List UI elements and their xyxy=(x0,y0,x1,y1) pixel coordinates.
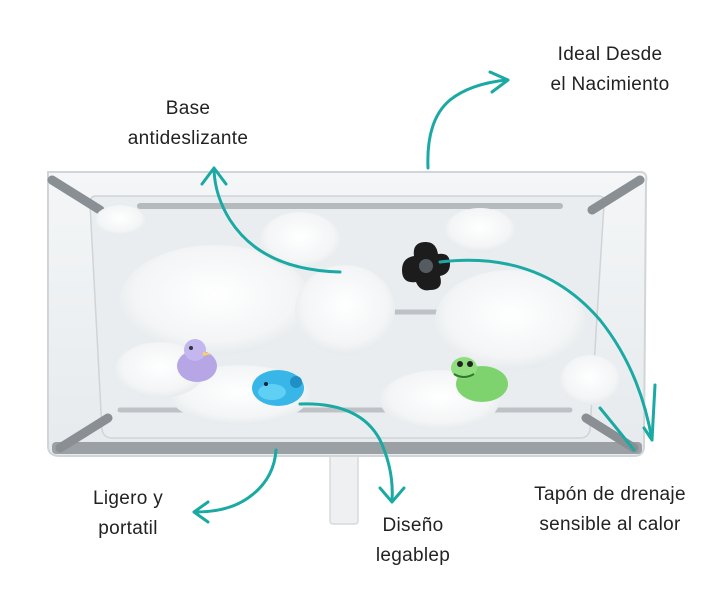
label-line: Tapón de drenaje xyxy=(534,484,686,505)
label-tapon-drenaje: Tapón de drenaje sensible al calor xyxy=(505,480,715,540)
label-line: Ligero y xyxy=(93,488,163,509)
arrow-icon xyxy=(642,383,657,442)
drain-plug-icon xyxy=(402,242,450,291)
purple-duck-toy xyxy=(177,339,217,382)
arrow-icon xyxy=(438,258,654,442)
green-frog-toy xyxy=(451,357,508,402)
tub-base-stripe xyxy=(52,442,642,454)
label-line: portatil xyxy=(98,518,158,539)
blue-whale-toy xyxy=(252,370,304,406)
arrow-icon xyxy=(488,70,510,94)
callout-arrows xyxy=(192,70,657,524)
tub-stand xyxy=(329,447,359,525)
label-line: Base xyxy=(165,98,211,119)
arrow-icon xyxy=(598,406,636,452)
label-line: antideslizante xyxy=(127,128,249,149)
arrow-icon xyxy=(192,500,210,524)
label-line: sensible al calor xyxy=(539,514,681,535)
arrow-icon xyxy=(426,78,508,170)
arrow-icon xyxy=(212,168,342,274)
label-base-antideslizante: Base antideslizante xyxy=(108,94,268,154)
label-line: legablep xyxy=(375,545,451,566)
arrow-icon xyxy=(378,486,406,504)
arrow-icon xyxy=(298,402,394,502)
label-ideal-desde-nacimiento: Ideal Desde el Nacimiento xyxy=(520,40,700,100)
label-ligero-portatil: Ligero y portatil xyxy=(68,484,188,544)
label-line: el Nacimiento xyxy=(550,74,670,95)
label-line: Diseño xyxy=(382,515,444,536)
arrow-icon xyxy=(194,448,278,514)
label-line: Ideal Desde xyxy=(557,44,663,65)
arrow-icon xyxy=(200,166,228,186)
label-diseno-legable: Diseño legablep xyxy=(358,511,468,571)
